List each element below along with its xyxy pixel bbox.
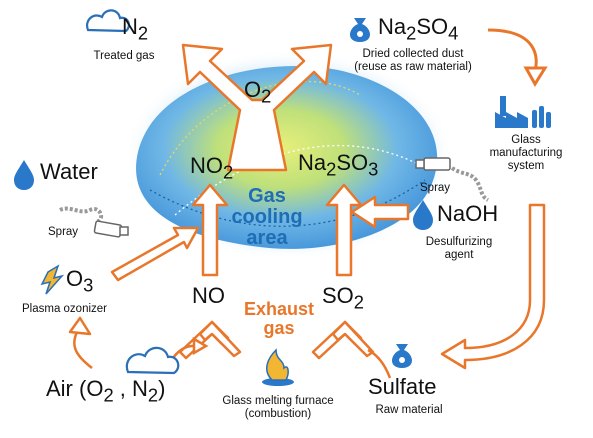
o3-sub: 3 [83, 274, 94, 296]
air-mid: , N [113, 376, 148, 401]
so2-main: SO [322, 283, 354, 308]
na2so3-sub-b: 3 [368, 158, 379, 180]
gas-cooling-line-2: cooling [231, 206, 303, 228]
factory-to-sulfate-arrow [440, 203, 546, 370]
na2so3-label: Na2SO3 [298, 152, 378, 179]
cloud-icon [86, 9, 130, 33]
sulfate-label: Sulfate [368, 374, 437, 399]
spray-left-label: Spray [48, 226, 79, 238]
na2so4-main-a: Na [378, 14, 407, 39]
o3-caption: Plasma ozonizer [22, 303, 108, 315]
na2so4-caption-1: Dried collected dust [362, 48, 464, 60]
na2so3-sub-a: 2 [326, 158, 337, 180]
glass-system-line-1: Glass [511, 134, 541, 146]
spray-right-label: Spray [420, 182, 451, 194]
air-sub-b: 2 [147, 384, 159, 406]
factory-icon [495, 96, 551, 128]
chevron-arrows [178, 312, 375, 360]
glass-system-line-3: system [507, 160, 545, 173]
money-bag-icon [350, 18, 370, 42]
money-bag-icon [392, 344, 412, 368]
o2-label: O2 [244, 79, 271, 106]
exhaust-line-2: gas [263, 318, 295, 338]
furnace-line-2: (combustion) [244, 408, 312, 421]
water-drop-icon [413, 200, 433, 230]
na2so4-sub-b: 4 [448, 22, 459, 44]
o2-sub: 2 [261, 85, 272, 107]
naoh-caption-2: agent [444, 249, 474, 262]
sulfate-to-so2-arrow [367, 348, 392, 379]
sulfate-caption: Raw material [375, 404, 443, 416]
glass-system-line-2: manufacturing [489, 147, 563, 160]
air-sub-a: 2 [103, 384, 114, 406]
gas-cooling-line-1: Gas [248, 185, 286, 207]
flame-icon [262, 348, 294, 386]
o3-arrow [110, 226, 200, 282]
na2so3-main-b: SO [336, 150, 369, 175]
na2so3-main-a: Na [298, 150, 327, 175]
air-to-o3-arrow [68, 316, 93, 369]
naoh-arrow [350, 195, 410, 229]
n2-caption: Treated gas [93, 50, 155, 62]
no-label: NO [192, 283, 225, 308]
no2-main: NO [190, 153, 223, 178]
up-arrows [191, 183, 363, 277]
na2so4-caption: Dried collected dust(reuse as raw materi… [336, 48, 490, 74]
n2-label: N2 [122, 16, 148, 43]
na2so4-to-factory-arrow [487, 28, 548, 87]
na2so4-main-b: SO [416, 14, 449, 39]
n2-main: N [122, 14, 138, 39]
furnace-label: Glass melting furnace(combustion) [206, 395, 350, 421]
no2-label: NO2 [190, 155, 233, 182]
na2so4-caption-2: (reuse as raw material) [354, 61, 472, 74]
na2so4-label: Na2SO4 [378, 16, 458, 43]
water-label: Water [40, 159, 98, 184]
so2-sub: 2 [353, 291, 364, 313]
spray-nozzle-icon [415, 157, 490, 202]
lightning-icon [40, 264, 65, 295]
na2so4-sub-a: 2 [406, 22, 417, 44]
o3-label: O3 [66, 268, 93, 295]
o2-split-arrows [181, 43, 333, 172]
no2-sub: 2 [223, 161, 234, 183]
o2-main: O [244, 77, 262, 102]
naoh-caption-1: Desulfurizing [425, 236, 493, 248]
cloud-icon [125, 346, 180, 375]
air-suffix: ) [158, 376, 166, 401]
spray-nozzle-icon [59, 206, 129, 238]
furnace-line-1: Glass melting furnace [222, 395, 334, 407]
n2-sub: 2 [137, 22, 149, 44]
so2-label: SO2 [322, 285, 364, 312]
air-prefix: Air (O [46, 376, 104, 401]
gas-cooling-line-3: area [246, 227, 288, 249]
water-drop-icon [14, 160, 34, 190]
exhaust-line-1: Exhaust [243, 299, 315, 319]
naoh-label: NaOH [437, 201, 499, 226]
o3-main: O [66, 266, 84, 291]
air-label: Air (O2 , N2) [46, 378, 165, 405]
